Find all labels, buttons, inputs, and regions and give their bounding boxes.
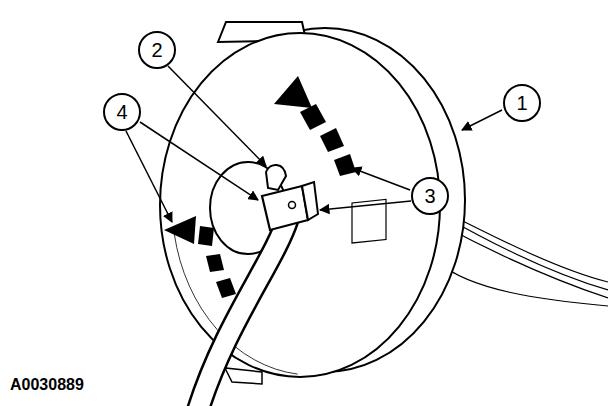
locking-pin (266, 165, 286, 190)
cable (198, 218, 288, 406)
callout-number: 4 (116, 102, 127, 122)
connector (262, 186, 308, 230)
callout-number: 1 (516, 93, 527, 113)
leader-line (140, 122, 258, 200)
rotation-arrow (274, 76, 356, 176)
housing-seam (172, 31, 452, 375)
leader-line (462, 110, 502, 130)
leader-line (352, 168, 410, 190)
callout-number: 2 (151, 40, 162, 60)
housing-tab (225, 368, 262, 384)
connector (302, 182, 318, 220)
leader-line (320, 201, 411, 210)
callout-circle (504, 85, 540, 121)
callout-circle (139, 32, 175, 68)
leader-line (126, 131, 172, 222)
housing-face (160, 33, 440, 377)
cable (198, 218, 288, 406)
callout-number: 3 (424, 186, 435, 206)
figure-id: A0030889 (10, 377, 84, 393)
connector-latch (289, 202, 296, 209)
callout-circle (412, 178, 448, 214)
callout-circle (104, 94, 140, 130)
